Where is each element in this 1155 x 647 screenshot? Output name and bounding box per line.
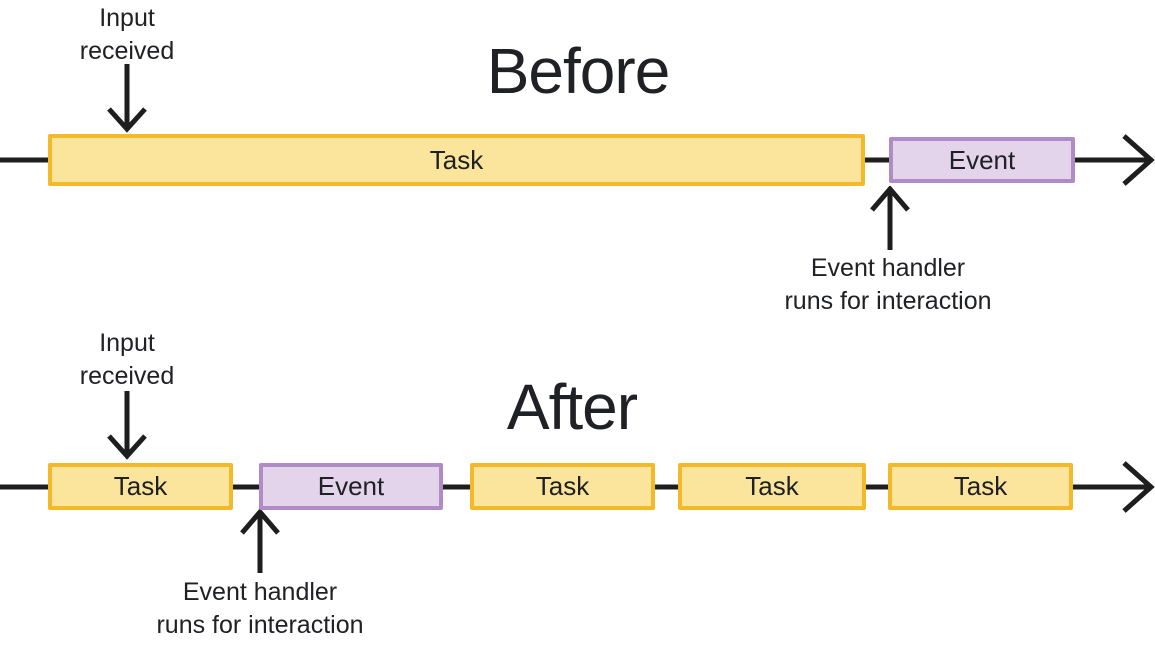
before-task-box: Task (48, 134, 865, 186)
after-handler-label: Event handler runs for interaction (156, 578, 364, 639)
after-task-box-1: Task (48, 463, 233, 510)
before-task-label: Task (429, 144, 484, 175)
before-event-label: Event (948, 144, 1016, 175)
after-task-box-2: Task (470, 463, 655, 510)
after-event-box: Event (259, 463, 443, 510)
after-input-down-arrow-icon (107, 391, 147, 460)
after-task-label-4: Task (953, 471, 1008, 501)
after-title: After (506, 371, 638, 443)
before-input-down-arrow-icon (107, 64, 147, 133)
before-event-box: Event (889, 137, 1075, 183)
before-title: Before (486, 35, 671, 107)
after-handler-up-arrow-icon (240, 509, 280, 573)
after-task-box-4: Task (888, 463, 1073, 510)
after-task-label-1: Task (113, 471, 168, 501)
after-task-box-3: Task (678, 463, 866, 510)
after-task-label-3: Task (745, 471, 799, 501)
after-event-label: Event (317, 471, 385, 501)
after-task-label-2: Task (535, 471, 590, 501)
before-input-label: Input received (79, 4, 175, 65)
after-input-label: Input received (79, 329, 175, 390)
before-handler-label: Event handler runs for interaction (784, 254, 992, 315)
before-handler-up-arrow-icon (870, 186, 910, 250)
